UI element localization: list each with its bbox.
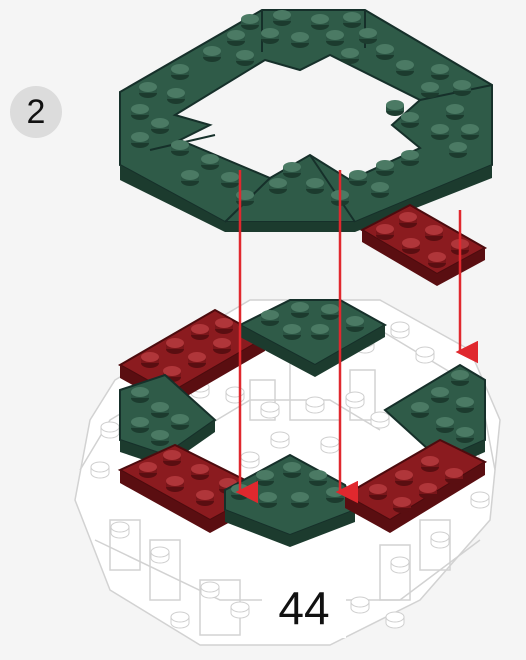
page-number-box: 44 [262,578,346,638]
green-ring-top [120,10,492,232]
page-number: 44 [278,581,329,635]
step-number-badge: 2 [10,86,62,138]
step-number: 2 [27,93,46,132]
